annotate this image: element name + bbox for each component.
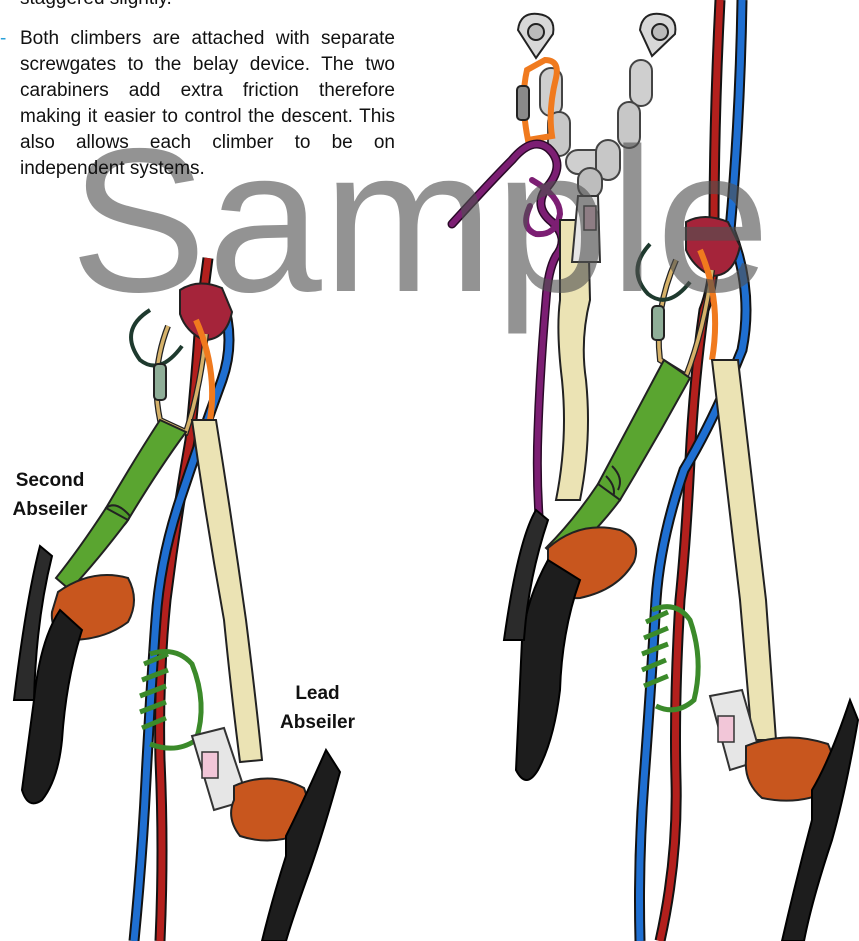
label-second-abseiler: Second Abseiler — [0, 466, 100, 524]
harness-right-upper — [504, 510, 636, 780]
harness-left-upper — [14, 546, 134, 803]
tan-sling-right-lower — [712, 360, 776, 740]
instruction-paragraph: Both climbers are attached with separate… — [20, 26, 395, 182]
previous-line-fragment: staggered slightly. — [20, 0, 172, 12]
harness-left-lower — [231, 750, 340, 941]
label-lead-abseiler: Lead Abseiler — [270, 679, 365, 737]
anchor-bolt-left — [518, 14, 553, 58]
anchor-bolt-right — [640, 14, 675, 56]
bullet-marker: - — [0, 26, 6, 52]
